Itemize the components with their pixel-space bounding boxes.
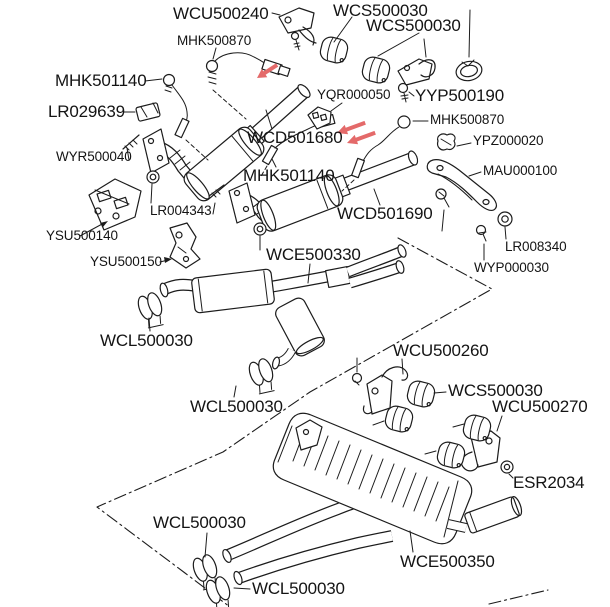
right-side-hardware-art	[426, 159, 513, 261]
part-label-wyp000030: WYP000030	[474, 260, 549, 275]
part-label-wcl500030: WCL500030	[100, 331, 193, 350]
oxygen-sensors-art	[162, 52, 411, 192]
part-label-wcu500260: WCU500260	[393, 341, 489, 360]
part-label-ypz000020: YPZ000020	[473, 133, 544, 148]
part-label-esr2034: ESR2034	[513, 473, 585, 492]
red-direction-arrows	[257, 63, 376, 145]
part-label-lr029639: LR029639	[48, 102, 125, 121]
part-label-mhk501140: MHK501140	[55, 71, 147, 90]
part-label-wcu500270: WCU500270	[492, 397, 588, 416]
leader-lines	[123, 12, 503, 590]
part-label-wcl500030: WCL500030	[252, 579, 345, 598]
heat-shields-art	[79, 178, 201, 269]
part-label-lr004343: LR004343	[150, 203, 212, 218]
front-catalytic-converter-art	[142, 84, 311, 202]
part-label-yqr000050: YQR000050	[317, 87, 391, 102]
part-label-wcs500030: WCS500030	[366, 16, 461, 35]
part-label-wcd501690: WCD501690	[337, 204, 433, 223]
part-label-wce500350: WCE500350	[400, 552, 495, 571]
part-label-mhk500870: MHK500870	[430, 112, 505, 127]
part-label-wcl500030: WCL500030	[190, 397, 283, 416]
part-label-mhk501140: MHK501140	[243, 166, 335, 185]
part-label-wyr500040: WYR500040	[56, 149, 132, 164]
part-label-wce500330: WCE500330	[266, 245, 361, 264]
part-label-wcd501680: WCD501680	[247, 128, 343, 147]
rear-catalytic-converter-art	[228, 150, 419, 232]
rear-hangers-art	[351, 357, 514, 479]
part-label-wcu500240: WCU500240	[173, 4, 269, 23]
part-label-wcl500030: WCL500030	[153, 513, 246, 532]
part-label-yyp500190: YYP500190	[415, 86, 504, 105]
rear-exhaust-art	[222, 412, 523, 586]
body-boundary-dashdot-lines	[96, 237, 549, 607]
part-label-wcs500030: WCS500030	[448, 381, 543, 400]
centre-exhaust-art	[159, 244, 407, 370]
part-label-mau000100: MAU000100	[483, 163, 558, 178]
studs-and-nuts-art	[122, 134, 267, 251]
top-hardware-art	[135, 7, 483, 151]
part-label-wcs500030: WCS500030	[333, 1, 428, 20]
part-label-ysu500140: YSU500140	[46, 228, 118, 243]
part-label-ysu500150: YSU500150	[90, 254, 162, 269]
part-label-lr008340: LR008340	[505, 239, 567, 254]
part-label-mhk500870: MHK500870	[177, 33, 252, 48]
